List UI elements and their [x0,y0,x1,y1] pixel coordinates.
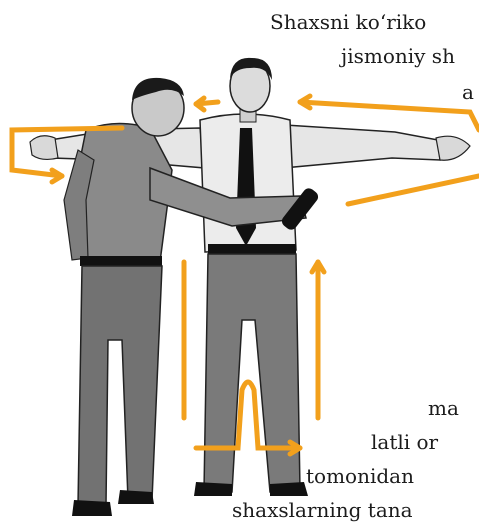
text-line-3: a [462,82,474,102]
text-line-1: Shaxsni ko‘riko [270,12,426,32]
text-line-2: jismoniy sh [341,46,455,66]
text-line-4: ma [428,398,459,418]
text-line-7: shaxslarning tana [232,500,413,520]
text-line-5: latli or [371,432,438,452]
text-line-6: tomonidan [306,466,414,486]
